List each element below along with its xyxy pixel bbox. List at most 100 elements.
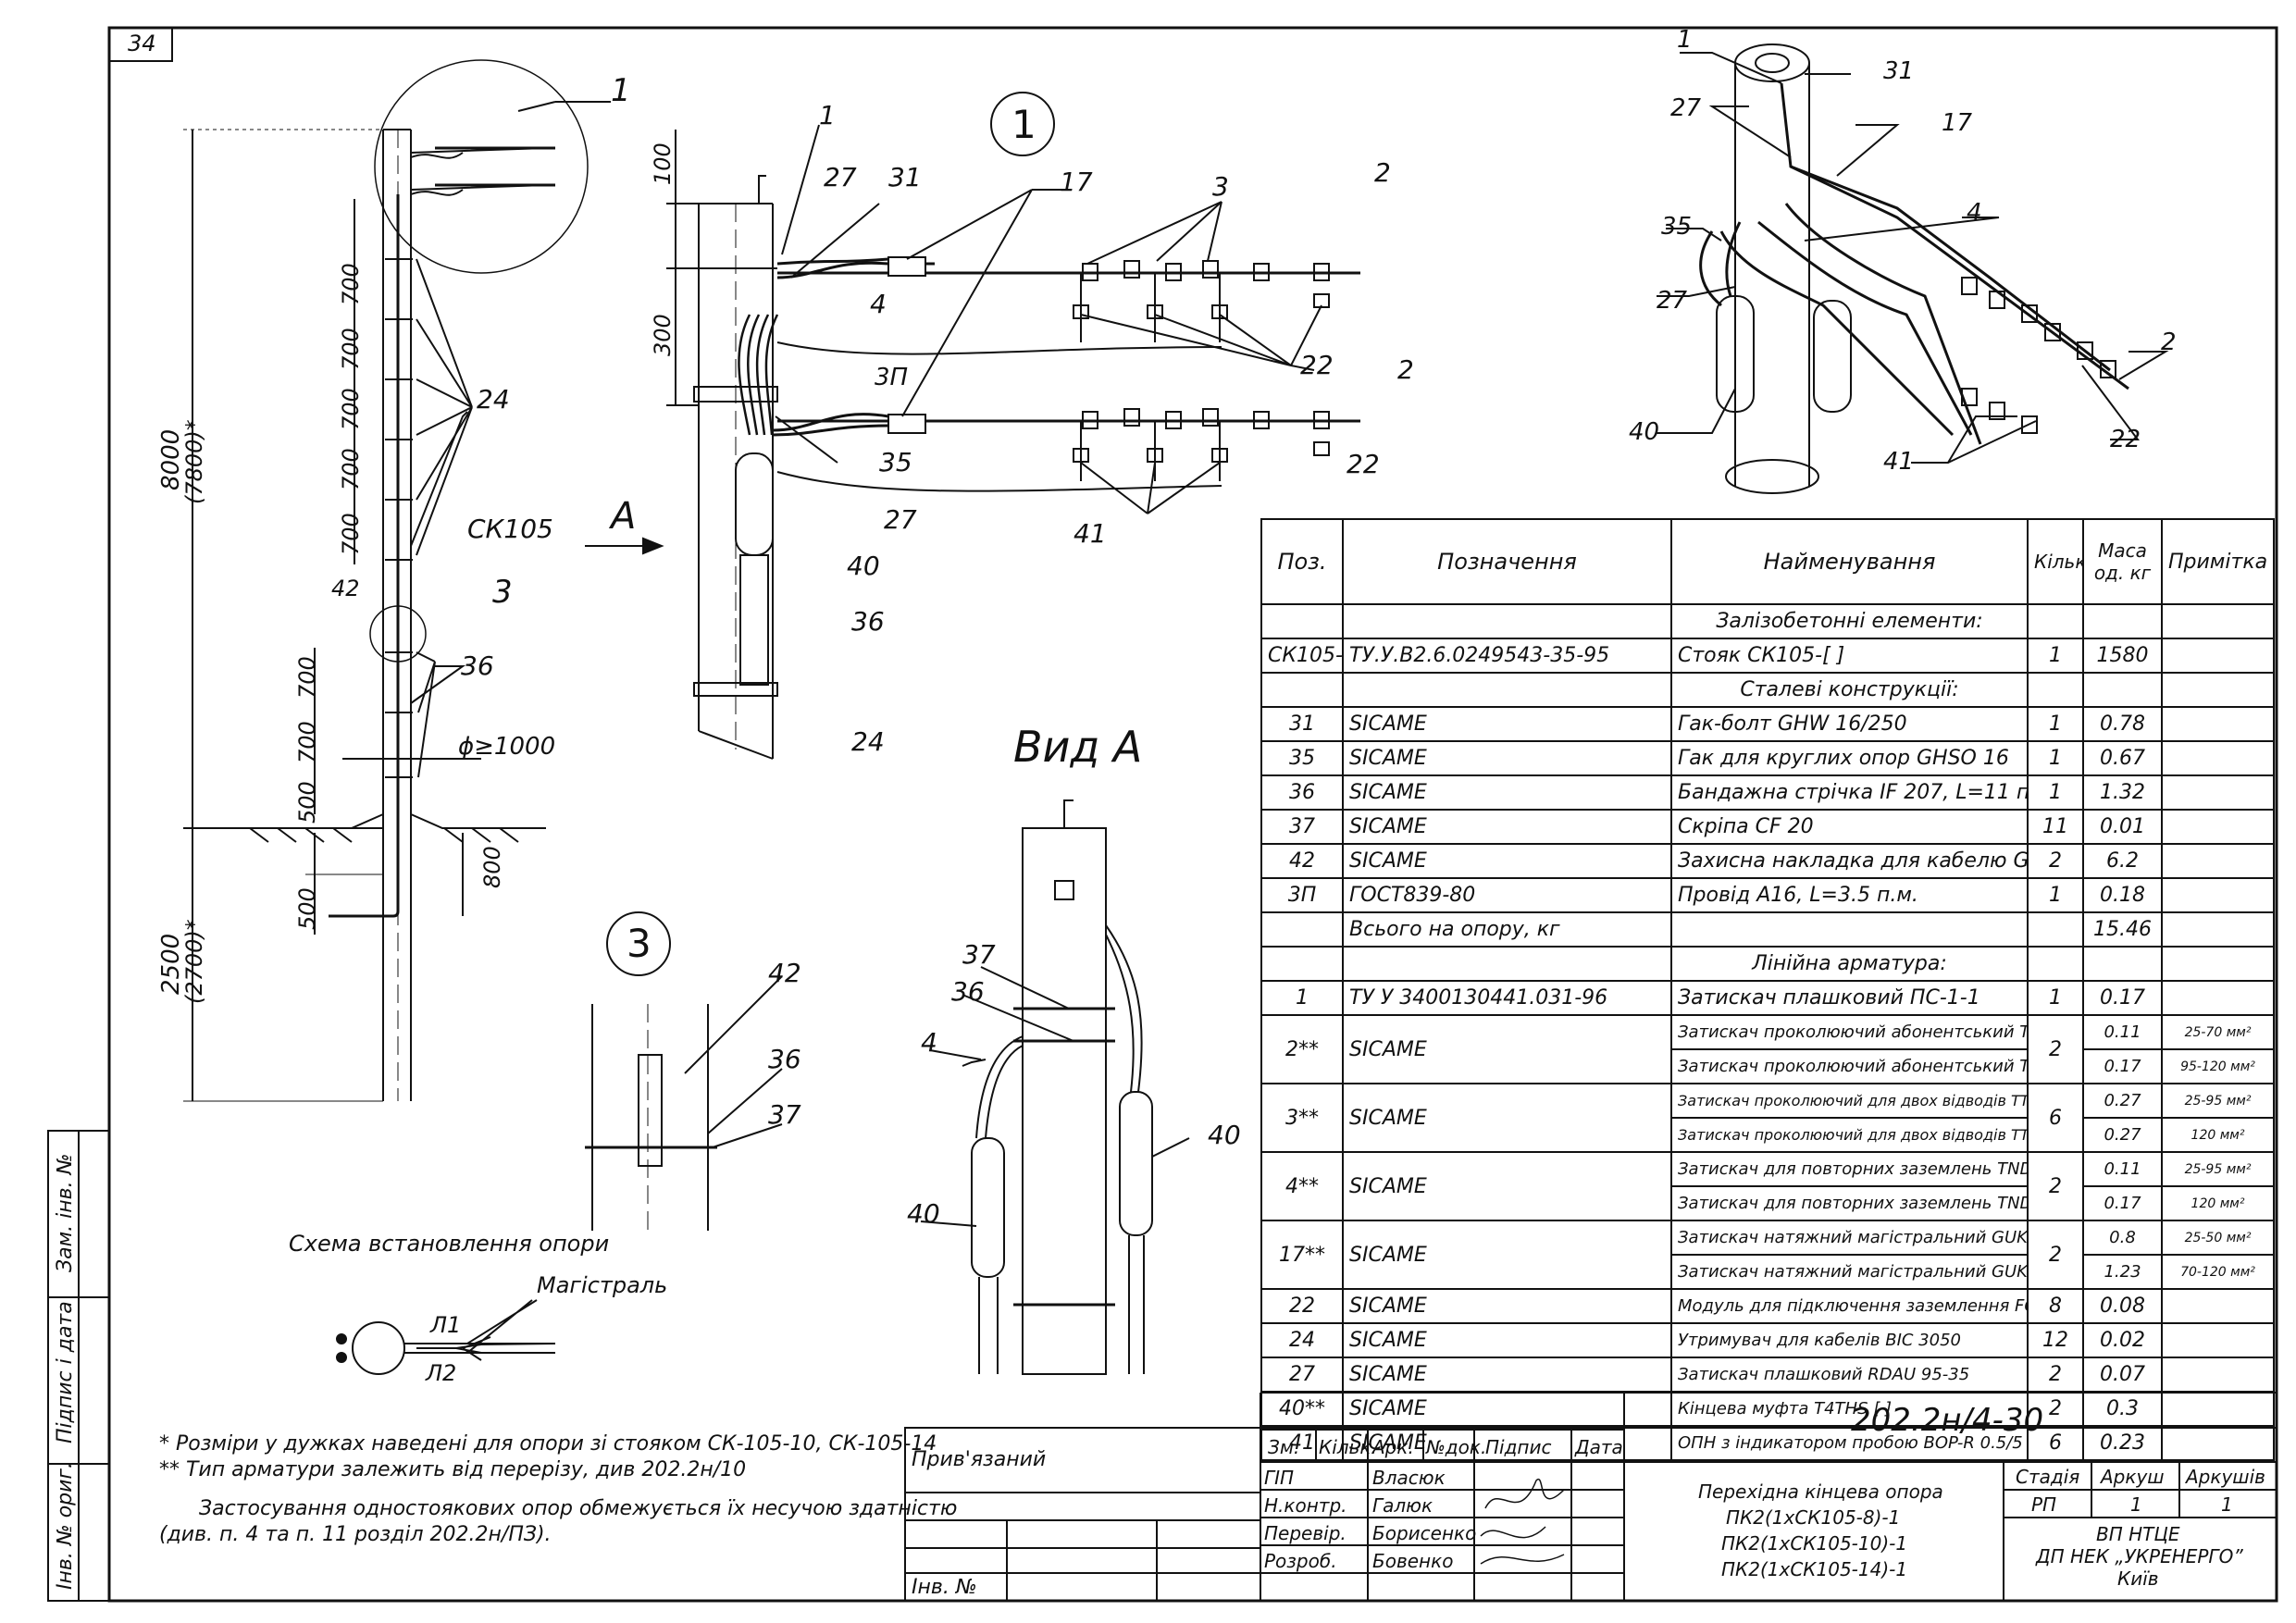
cell-mass: 1.23 [2082, 1254, 2163, 1290]
cell-note [2161, 774, 2275, 811]
cell-mass: 0.67 [2082, 740, 2163, 776]
callout-22-3d: 22 [2110, 426, 2141, 453]
cell-pos: 42 [1260, 843, 1344, 879]
cell-name: Модуль для підключення заземлення FCC 1 [1670, 1288, 2029, 1324]
rev-h-date: Дата [1575, 1436, 1623, 1458]
callout-40-va-right: 40 [1208, 1120, 1241, 1150]
callout-2-v1b: 2 [1397, 354, 1414, 385]
dim-300: 300 [650, 314, 676, 356]
dim-700-g: 700 [294, 721, 320, 763]
callout-22-v1a: 22 [1300, 350, 1334, 380]
cell-pos: 27 [1260, 1357, 1344, 1393]
view-a-title: Вид А [1013, 722, 1143, 772]
section-concrete: Залізобетонні елементи: [1670, 603, 2029, 639]
cell-note [2161, 877, 2275, 913]
cell-pos: 3** [1260, 1083, 1344, 1153]
callout-2-3d: 2 [2161, 328, 2177, 356]
cell-pos [1260, 911, 1344, 948]
specification-table: Поз. Позначення Найменування Кільк. Маса… [1260, 518, 2275, 1461]
cell-code: SICAME [1342, 1151, 1672, 1221]
cell-code: ТУ.У.В2.6.0249543-35-95 [1342, 638, 1672, 674]
cell-name: Затискач проколюючий абонентський TTD 24… [1670, 1048, 2029, 1084]
cell-name: Скріпа CF 20 [1670, 809, 2029, 845]
callout-31-v1: 31 [888, 162, 922, 192]
cell-name [1670, 911, 2029, 948]
table-row: СК105-□ ТУ.У.В2.6.0249543-35-95 Стояк СК… [1260, 638, 2275, 674]
cell-pos: 3П [1260, 877, 1344, 913]
callout-37-va: 37 [962, 939, 996, 970]
dim-700-c: 700 [338, 388, 364, 430]
cell-code: ТУ У 3400130441.031-96 [1342, 980, 1672, 1016]
cell-code: SICAME [1342, 1357, 1672, 1393]
cell-name: Стояк СК105-[ ] [1670, 638, 2029, 674]
dim-2700: (2700)* [181, 919, 207, 1004]
cell-mass: 0.17 [2082, 980, 2163, 1016]
cell-note [2161, 809, 2275, 845]
callout-3-v1: 3 [1212, 171, 1229, 202]
cell-note [2161, 911, 2275, 948]
dim-100: 100 [650, 142, 676, 185]
cell-pos: 24 [1260, 1322, 1344, 1358]
cell-qty: 2 [2027, 1014, 2084, 1084]
cell-name: Затискач для повторних заземлень TND 151 [1670, 1151, 2029, 1187]
callout-1-left: 1 [611, 72, 631, 109]
section-row: Залізобетонні елементи: [1260, 603, 2275, 639]
title-line-1: Перехідна кінцева опора [1698, 1481, 1943, 1503]
cell-qty: 2 [2027, 1220, 2084, 1290]
org-line-2: ДП НЕК „УКРЕНЕРГО” [2036, 1545, 2243, 1567]
callout-17-v1: 17 [1060, 167, 1093, 197]
cell-qty: 1 [2027, 740, 2084, 776]
attached-label: Прив'язаний [912, 1448, 1047, 1471]
dim-700-e: 700 [338, 513, 364, 555]
cell-note [2161, 1357, 2275, 1393]
callout-27-v1b: 27 [884, 504, 917, 535]
cell-qty: 6 [2027, 1425, 2084, 1461]
dim-700-b: 700 [338, 328, 364, 370]
stamp-original-inv: Інв. № ориг. [54, 1462, 77, 1590]
callout-24-left: 24 [477, 384, 510, 415]
cell-pos: 4** [1260, 1151, 1344, 1221]
cell-qty: 1 [2027, 706, 2084, 742]
cell-qty: 1 [2027, 877, 2084, 913]
col-note: Примітка [2161, 518, 2275, 605]
dim-7800: (7800)* [181, 419, 207, 504]
cell-qty: 8 [2027, 1288, 2084, 1324]
cell-name: Кінцева муфта T4THS [ ] [1670, 1391, 2029, 1427]
table-row-double: Затискач проколюючий для двох відводів T… [1261, 1117, 2275, 1153]
drawing-code: 202.2н/4-30 [1851, 1402, 2044, 1439]
col-qty: Кільк. [2027, 518, 2084, 605]
rev-h-sign: Підпис [1485, 1436, 1552, 1458]
name-gip: Власюк [1372, 1467, 1446, 1489]
callout-31-3d: 31 [1883, 57, 1915, 85]
page-number: 34 [128, 31, 156, 56]
cell-note: 70-120 мм² [2161, 1254, 2275, 1290]
callout-17-3d: 17 [1942, 109, 1973, 137]
cell-pos: 2** [1260, 1014, 1344, 1084]
col-name: Найменування [1670, 518, 2029, 605]
stand-label: СК105 [467, 514, 553, 544]
cell-code: SICAME [1342, 1083, 1672, 1153]
callout-3-left: 3 [492, 574, 513, 611]
cell-code: SICAME [1342, 809, 1672, 845]
cell-mass: 0.11 [2082, 1014, 2163, 1050]
name-rozrob: Бовенко [1372, 1550, 1454, 1572]
callout-27-3d: 27 [1657, 287, 1688, 315]
role-gip: ГІП [1264, 1467, 1295, 1489]
cell-qty: 2 [2027, 843, 2084, 879]
col-pos: Поз. [1260, 518, 1344, 605]
cell-note: 120 мм² [2161, 1117, 2275, 1153]
rev-h-doc: №док. [1426, 1436, 1487, 1458]
section-steel: Сталеві конструкції: [1670, 672, 2029, 708]
cell-code: SICAME [1342, 740, 1672, 776]
section-linear: Лінійна арматура: [1670, 946, 2029, 982]
cell-qty: 1 [2027, 980, 2084, 1016]
note-2: ** Тип арматури залежить від перерізу, д… [159, 1458, 747, 1481]
cell-pos: 37 [1260, 809, 1344, 845]
